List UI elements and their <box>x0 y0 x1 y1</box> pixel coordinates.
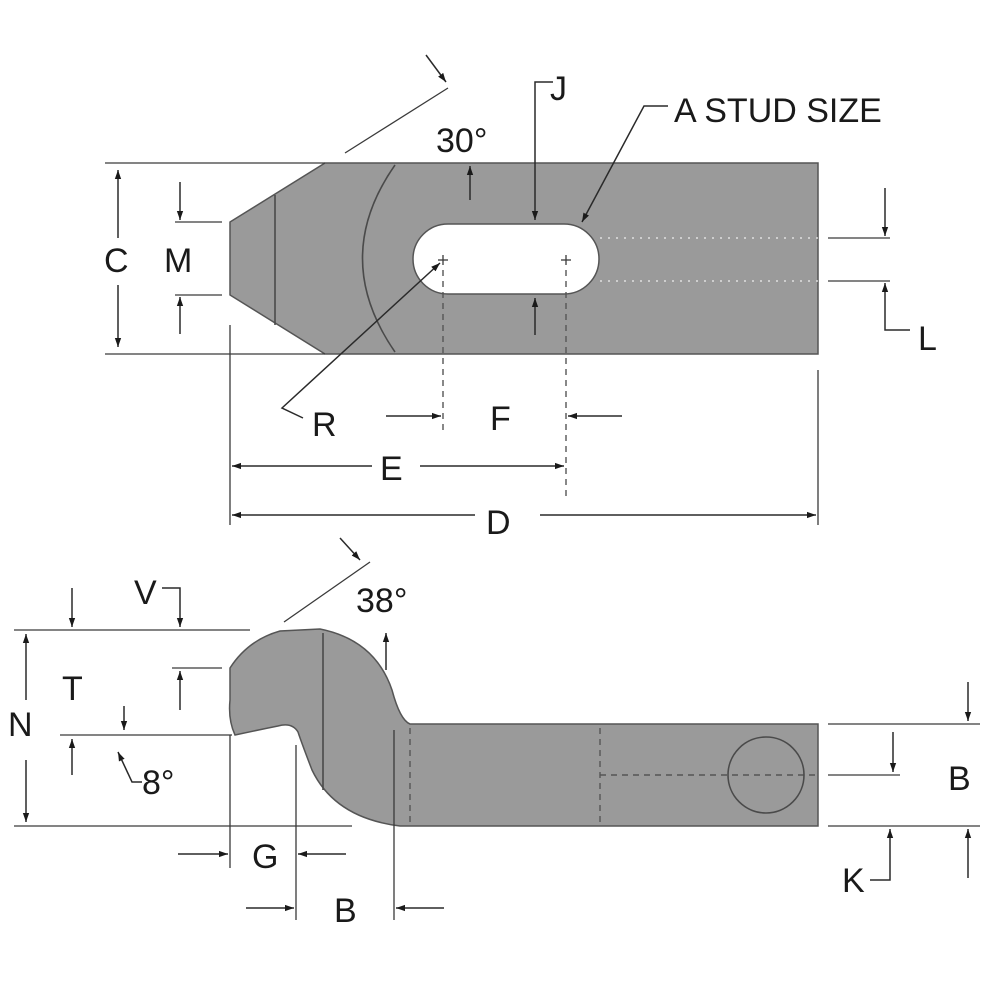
label-angle-30: 30° <box>436 122 487 160</box>
dimension-l <box>881 188 910 331</box>
top-radius-arc <box>361 164 396 353</box>
label-angle-8: 8° <box>142 764 175 802</box>
label-stud-size: A STUD SIZE <box>674 92 882 130</box>
label-j: J <box>550 70 567 108</box>
label-d: D <box>486 504 511 542</box>
top-extension-lines <box>105 87 890 525</box>
labels: J A STUD SIZE 30° C M L R F E D V 38° T … <box>8 70 971 930</box>
label-c: C <box>104 242 129 280</box>
stud-slot <box>412 223 600 295</box>
side-view <box>228 628 819 827</box>
label-g: G <box>252 838 278 876</box>
label-b-bottom: B <box>334 892 357 930</box>
label-b-right: B <box>948 760 971 798</box>
dimension-r-leader <box>280 262 441 419</box>
label-m: M <box>164 242 192 280</box>
label-angle-38: 38° <box>356 582 407 620</box>
dimension-v <box>68 587 184 627</box>
label-n: N <box>8 706 33 744</box>
dimension-8deg <box>117 706 142 783</box>
top-view <box>229 162 819 355</box>
label-l: L <box>918 320 937 358</box>
label-f: F <box>490 400 511 438</box>
dimension-b-right <box>889 682 972 772</box>
dimension-j <box>531 81 553 335</box>
dimension-30deg-leader <box>425 54 474 200</box>
dimension-t <box>68 671 184 775</box>
label-r: R <box>312 406 337 444</box>
side-hole <box>727 736 805 814</box>
label-k: K <box>842 862 865 900</box>
label-t: T <box>62 670 83 708</box>
label-v: V <box>134 574 157 612</box>
dimension-k <box>870 829 972 881</box>
label-e: E <box>380 450 403 488</box>
dimension-38deg <box>339 537 390 670</box>
side-extension-lines <box>14 561 980 920</box>
side-view-body <box>228 628 819 827</box>
stud-size-leader <box>581 105 668 223</box>
